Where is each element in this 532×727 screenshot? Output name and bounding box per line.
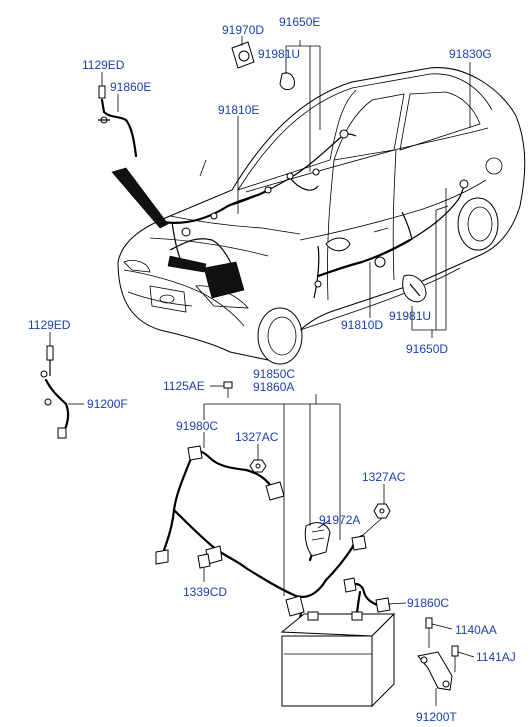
label-91981U-bottom: 91981U: [389, 309, 431, 323]
label-1140AA: 1140AA: [455, 623, 497, 637]
car-illustration: [117, 67, 526, 365]
label-1141AJ: 1141AJ: [476, 650, 516, 664]
label-1339CD: 1339CD: [183, 585, 227, 599]
label-91200T: 91200T: [416, 710, 457, 724]
grommet-91981U-top: [279, 72, 295, 91]
ground-cable-91860E: [98, 85, 138, 158]
label-91860C: 91860C: [407, 596, 449, 610]
label-91860E: 91860E: [110, 80, 151, 94]
label-91200F: 91200F: [87, 397, 128, 411]
label-91972A: 91972A: [319, 513, 360, 527]
body-harness: [111, 129, 469, 299]
label-91860A: 91860A: [253, 380, 294, 394]
label-1129ED-top: 1129ED: [82, 58, 125, 72]
connector-91970D: [231, 41, 255, 69]
ground-cable-91200F: [40, 345, 70, 439]
label-91810D: 91810D: [341, 318, 383, 332]
label-91850C: 91850C: [253, 367, 295, 381]
part-number-labels: 91970D 91650E 91981U 91830G 1129ED 91860…: [28, 15, 516, 724]
battery-harness: [155, 381, 459, 708]
label-1129ED-mid: 1129ED: [28, 318, 71, 332]
label-91650D: 91650D: [406, 342, 448, 356]
label-1327AC-left: 1327AC: [235, 430, 279, 444]
grommet-91981U-bottom: [402, 274, 427, 303]
label-91650E: 91650E: [279, 15, 320, 29]
label-91980C: 91980C: [176, 419, 218, 433]
label-1327AC-right: 1327AC: [362, 470, 406, 484]
label-91830G: 91830G: [449, 47, 492, 61]
label-91981U-top: 91981U: [258, 47, 300, 61]
leader-lines: [49, 36, 475, 706]
label-1125AE: 1125AE: [163, 379, 205, 393]
label-91810E: 91810E: [218, 103, 259, 117]
label-91970D: 91970D: [222, 23, 264, 37]
